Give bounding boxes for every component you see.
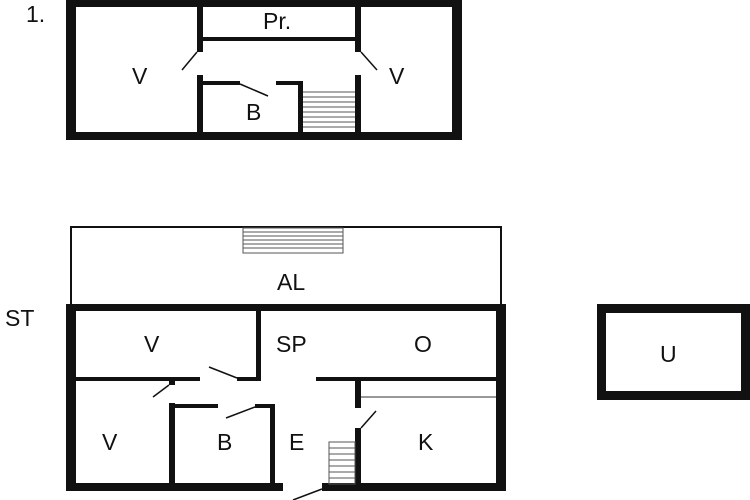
stairs-al bbox=[242, 227, 344, 254]
room-b-upper: B bbox=[246, 99, 261, 125]
room-o: O bbox=[414, 331, 432, 357]
room-pr: Pr. bbox=[263, 8, 291, 34]
room-e: E bbox=[289, 429, 304, 455]
room-v-left: V bbox=[132, 63, 148, 89]
room-al: AL bbox=[277, 269, 305, 295]
stairs-ground bbox=[328, 441, 356, 485]
room-k: K bbox=[418, 429, 434, 455]
room-v-right: V bbox=[389, 63, 405, 89]
room-v-bottom: V bbox=[102, 429, 118, 455]
floor-label-ground: ST bbox=[5, 305, 34, 331]
outbuilding: U bbox=[597, 304, 750, 400]
room-v-top: V bbox=[144, 331, 160, 357]
room-b-ground: B bbox=[217, 429, 232, 455]
room-u: U bbox=[660, 341, 677, 367]
stairs-upper bbox=[303, 91, 355, 128]
room-sp: SP bbox=[276, 331, 307, 357]
upper-floor: 1. V Pr. B V bbox=[26, 0, 462, 140]
ground-floor: ST AL bbox=[5, 226, 506, 500]
floor-label-upper: 1. bbox=[26, 1, 45, 27]
